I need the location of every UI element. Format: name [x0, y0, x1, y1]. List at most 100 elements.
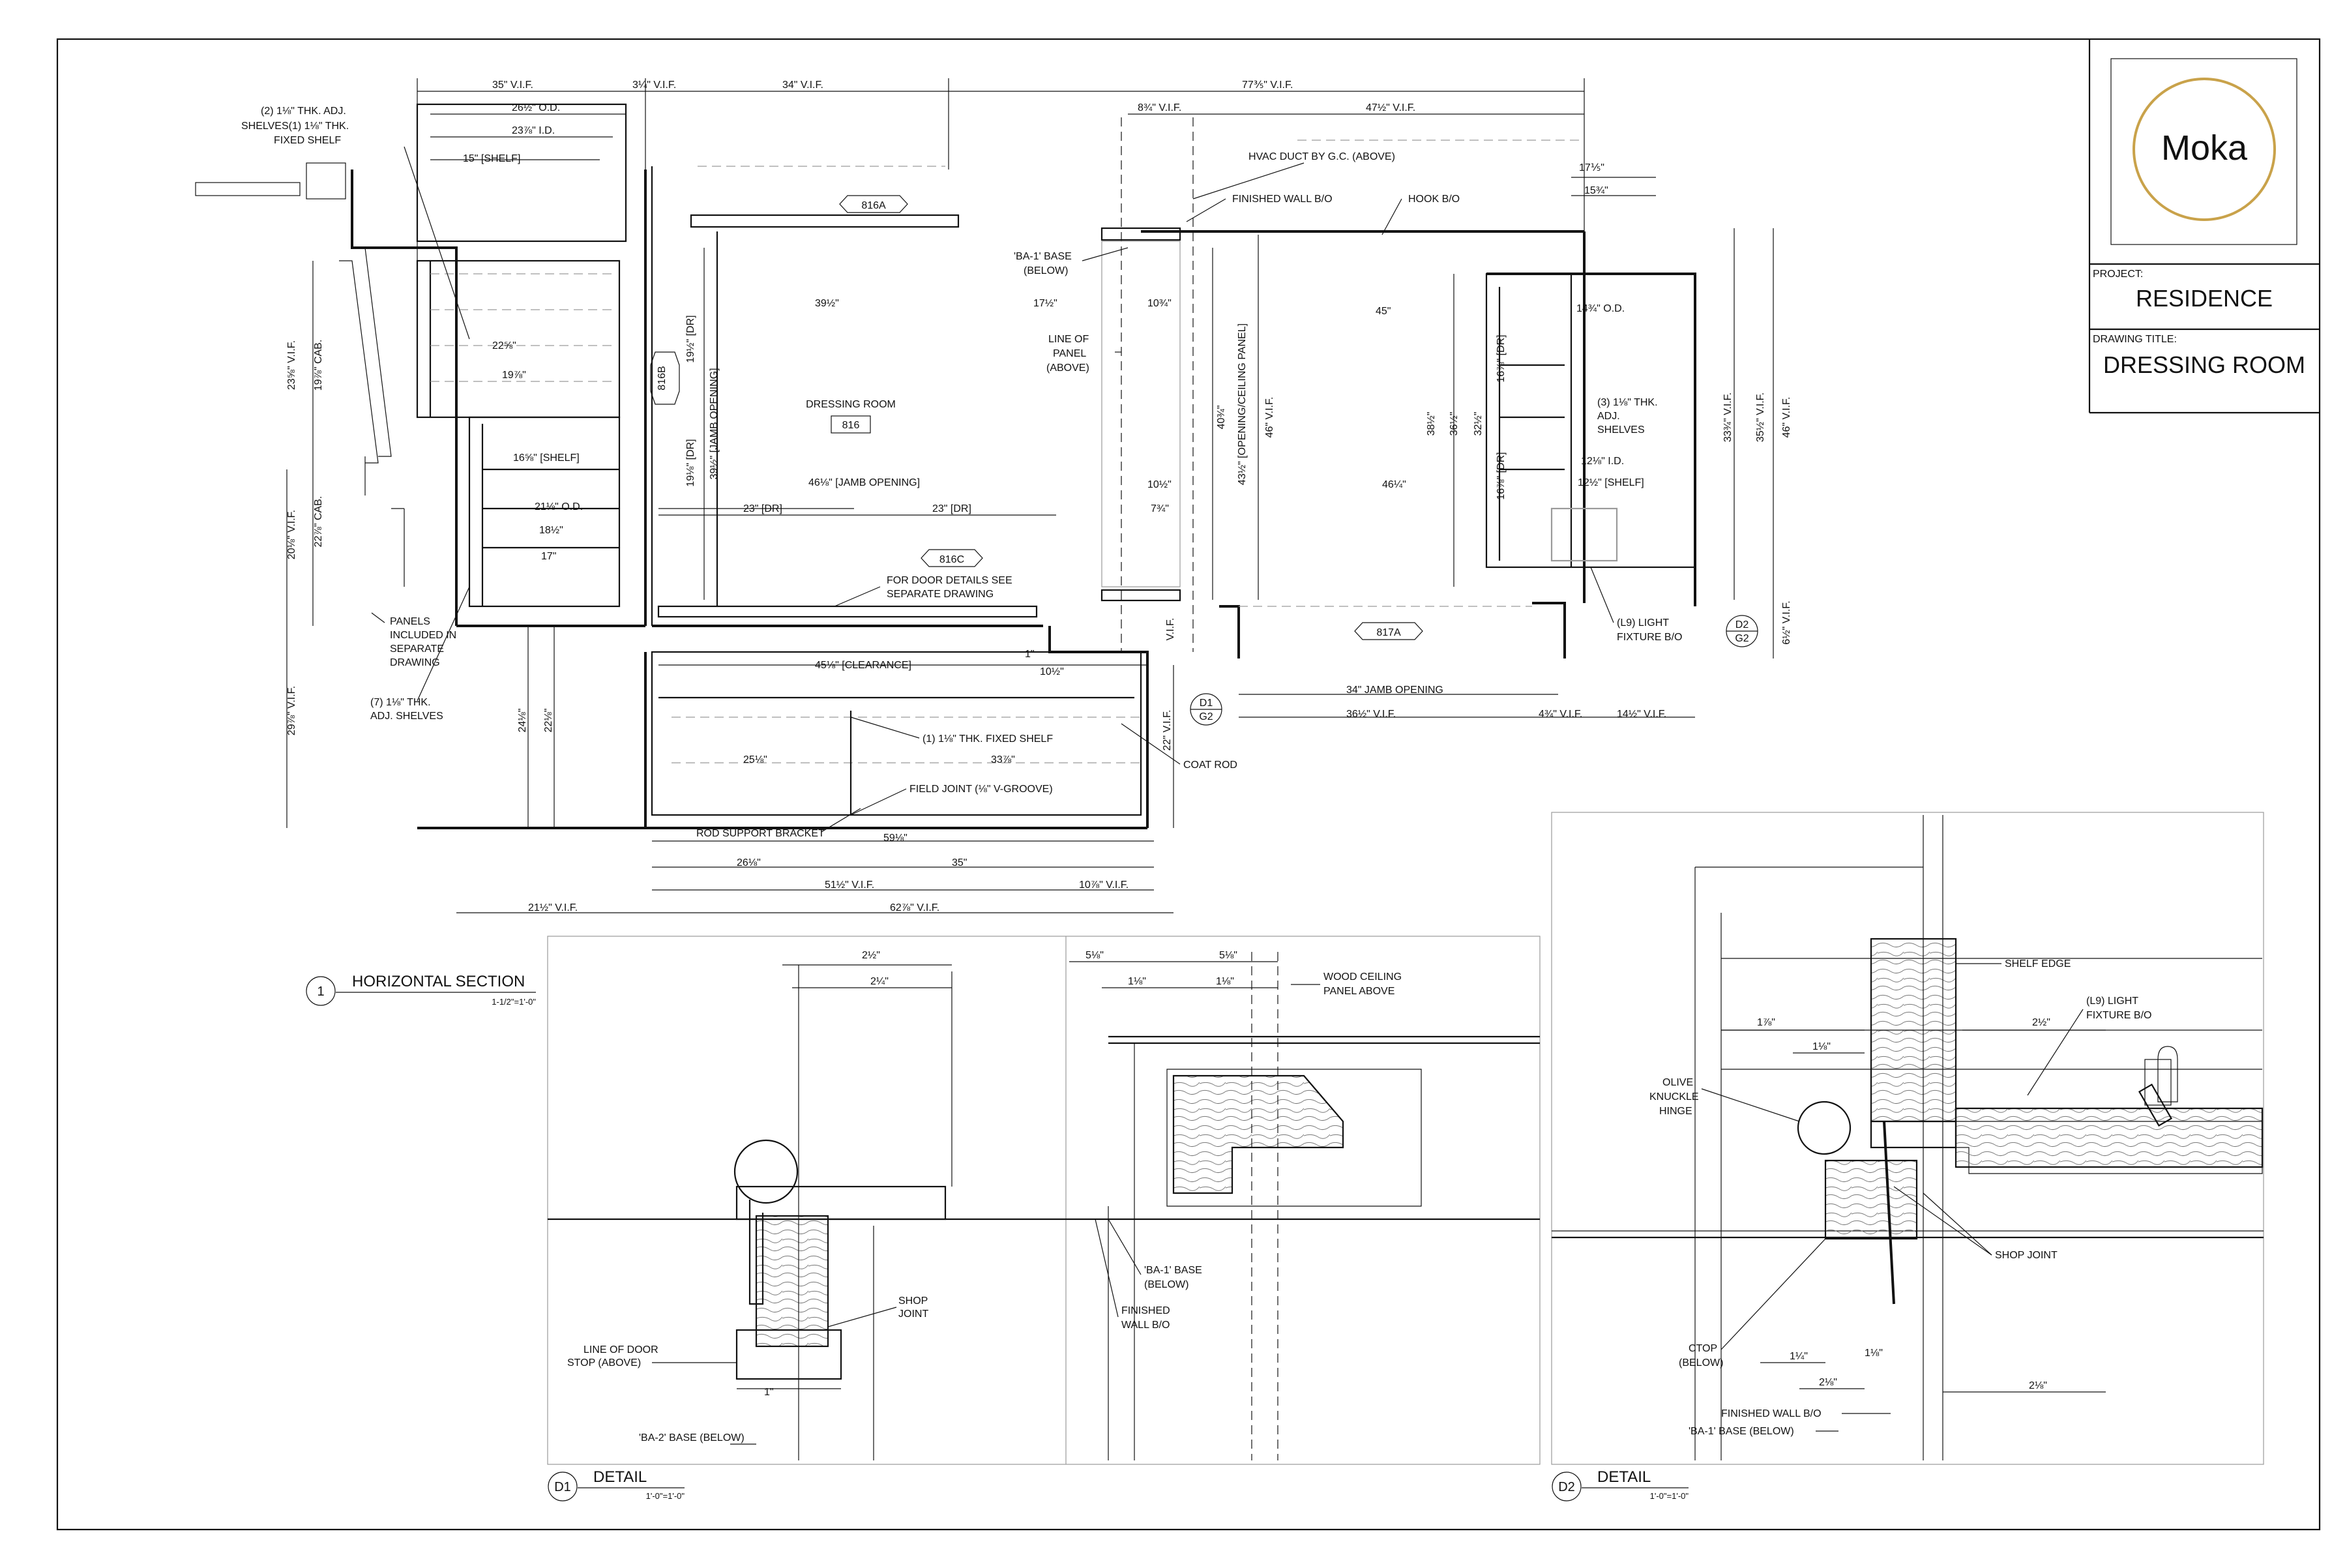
- dim: 5⅛": [1085, 950, 1104, 961]
- note: STOP (ABOVE): [567, 1357, 641, 1368]
- detail-scale: 1'-0"=1'-0": [646, 1491, 685, 1501]
- dim: 45": [1376, 306, 1391, 317]
- note: FOR DOOR DETAILS SEE: [887, 575, 1012, 586]
- note: 'BA-2' BASE (BELOW): [639, 1432, 745, 1443]
- dim: 16⅞" [DR]: [1496, 452, 1507, 499]
- note: SHOP: [898, 1295, 928, 1307]
- dim: 1": [1025, 649, 1035, 660]
- note: FINISHED: [1121, 1305, 1170, 1316]
- note: HVAC DUCT BY G.C. (ABOVE): [1248, 151, 1395, 162]
- dim: 29⅞" V.I.F.: [286, 686, 297, 735]
- dim: 2¼": [870, 976, 889, 987]
- note: WOOD CEILING: [1323, 971, 1402, 983]
- dim: 2½": [2032, 1017, 2050, 1028]
- dim: 21½" V.I.F.: [528, 902, 578, 913]
- title-block: Moka PROJECT: RESIDENCE DRAWING TITLE: D…: [2088, 39, 2320, 414]
- dim: 21⅛" O.D.: [535, 501, 583, 512]
- svg-text:D2: D2: [1735, 619, 1749, 630]
- detail-number: D1: [554, 1480, 571, 1494]
- dim: 10½": [1147, 479, 1172, 490]
- dim: 2⅛": [2029, 1380, 2047, 1391]
- dim: 10⅞" V.I.F.: [1079, 880, 1129, 891]
- dim: 16⅝" [SHELF]: [513, 452, 580, 464]
- dim: 10½": [1040, 666, 1064, 677]
- note: SEPARATE: [390, 643, 444, 655]
- svg-text:1: 1: [317, 984, 324, 999]
- svg-text:HORIZONTAL SECTION: HORIZONTAL SECTION: [352, 973, 525, 990]
- dim: 10¾": [1147, 298, 1172, 309]
- room-number: 816: [842, 420, 860, 431]
- note: PANELS: [390, 616, 430, 627]
- note: JOINT: [898, 1309, 928, 1320]
- note: SHELVES(1) 1⅛" THK.: [241, 121, 349, 132]
- dim: 5⅛": [1219, 950, 1237, 961]
- project-label: PROJECT:: [2093, 269, 2143, 280]
- dim: 6½" V.I.F.: [1781, 600, 1792, 644]
- detail-callout-d2: D2 G2: [1726, 615, 1758, 647]
- dim: 59⅛": [883, 833, 908, 844]
- dim: 39½" [JAMB OPENING]: [709, 368, 720, 479]
- note: 'BA-1' BASE: [1144, 1265, 1202, 1276]
- note: (L9) LIGHT: [2086, 996, 2138, 1007]
- horizontal-section-plan: 35" V.I.F. 3¼" V.I.F. 34" V.I.F. 77⅗" V.…: [195, 78, 1792, 1007]
- note: 'BA-1' BASE: [1014, 251, 1072, 262]
- note: (ABOVE): [1046, 362, 1089, 374]
- logo-ring: [2133, 78, 2276, 221]
- note: OLIVE: [1662, 1077, 1693, 1088]
- svg-text:817A: 817A: [1376, 627, 1401, 638]
- note: DRAWING: [390, 657, 440, 668]
- note: WALL B/O: [1121, 1320, 1170, 1331]
- project-name: RESIDENCE: [2136, 285, 2273, 312]
- dim: 15¾": [1584, 185, 1608, 196]
- note: FIXTURE B/O: [1617, 632, 1682, 643]
- dim: 35" V.I.F.: [492, 80, 533, 91]
- dim: 23⅝" V.I.F.: [286, 340, 297, 390]
- detail-d2: 1⅞" 1⅛" 2½" 1⅛" 1¼" 2⅛" 2⅛" SHELF EDGE (…: [1551, 812, 2264, 1501]
- detail-callout-d1: D1 G2: [1190, 693, 1222, 726]
- svg-text:816A: 816A: [861, 200, 886, 211]
- dim: 36½" V.I.F.: [1346, 709, 1396, 720]
- dim: 1⅞": [1757, 1017, 1775, 1028]
- note: SHELF EDGE: [2005, 958, 2071, 969]
- note: FIELD JOINT (⅛" V-GROOVE): [909, 784, 1053, 795]
- note: COAT ROD: [1183, 760, 1237, 771]
- dim: 8¾" V.I.F.: [1138, 102, 1181, 113]
- room-name: DRESSING ROOM: [806, 399, 896, 410]
- dim: 51½" V.I.F.: [825, 880, 874, 891]
- dim: 62⅞" V.I.F.: [890, 902, 939, 913]
- dim: 18½": [539, 525, 563, 536]
- dim: 43½" [OPENING/CEILING PANEL]: [1237, 323, 1248, 485]
- dim: 24⅛": [517, 709, 528, 733]
- svg-text:816C: 816C: [939, 554, 964, 565]
- dim: 17": [541, 551, 556, 562]
- dim: 14½" V.I.F.: [1617, 709, 1666, 720]
- note: SHOP JOINT: [1995, 1250, 2058, 1261]
- dim: 33¾" V.I.F.: [1722, 392, 1734, 442]
- note: FINISHED WALL B/O: [1232, 194, 1333, 205]
- dim: 26½" O.D.: [512, 102, 560, 113]
- note: (BELOW): [1679, 1357, 1723, 1368]
- note: 34" JAMB OPENING: [1346, 685, 1443, 696]
- note: FINISHED WALL B/O: [1721, 1408, 1822, 1419]
- door-tag: 816B: [650, 351, 680, 405]
- dim: 1⅛": [1128, 976, 1146, 987]
- note: HINGE: [1659, 1106, 1692, 1117]
- dim: 22⅝": [492, 340, 516, 351]
- svg-text:1-1/2"=1'-0": 1-1/2"=1'-0": [492, 997, 536, 1007]
- dim: 35": [952, 857, 967, 868]
- dim: 1⅛": [1812, 1041, 1831, 1052]
- dim: 12⅛" I.D.: [1581, 456, 1624, 467]
- dim: 1": [764, 1387, 774, 1398]
- dim: 46¼": [1382, 479, 1406, 490]
- door-tag: 817A: [1354, 622, 1423, 640]
- sheet-border: [56, 38, 2321, 1531]
- note: PANEL: [1053, 348, 1086, 359]
- dim: 17⅕": [1579, 162, 1604, 173]
- dim: 47½" V.I.F.: [1366, 102, 1415, 113]
- detail-scale: 1'-0"=1'-0": [1650, 1491, 1689, 1501]
- note: 'BA-1' BASE (BELOW): [1689, 1426, 1794, 1437]
- dim: 45⅛" [CLEARANCE]: [815, 660, 911, 671]
- dim: 32½": [1473, 412, 1484, 436]
- dim: 46" V.I.F.: [1264, 397, 1275, 438]
